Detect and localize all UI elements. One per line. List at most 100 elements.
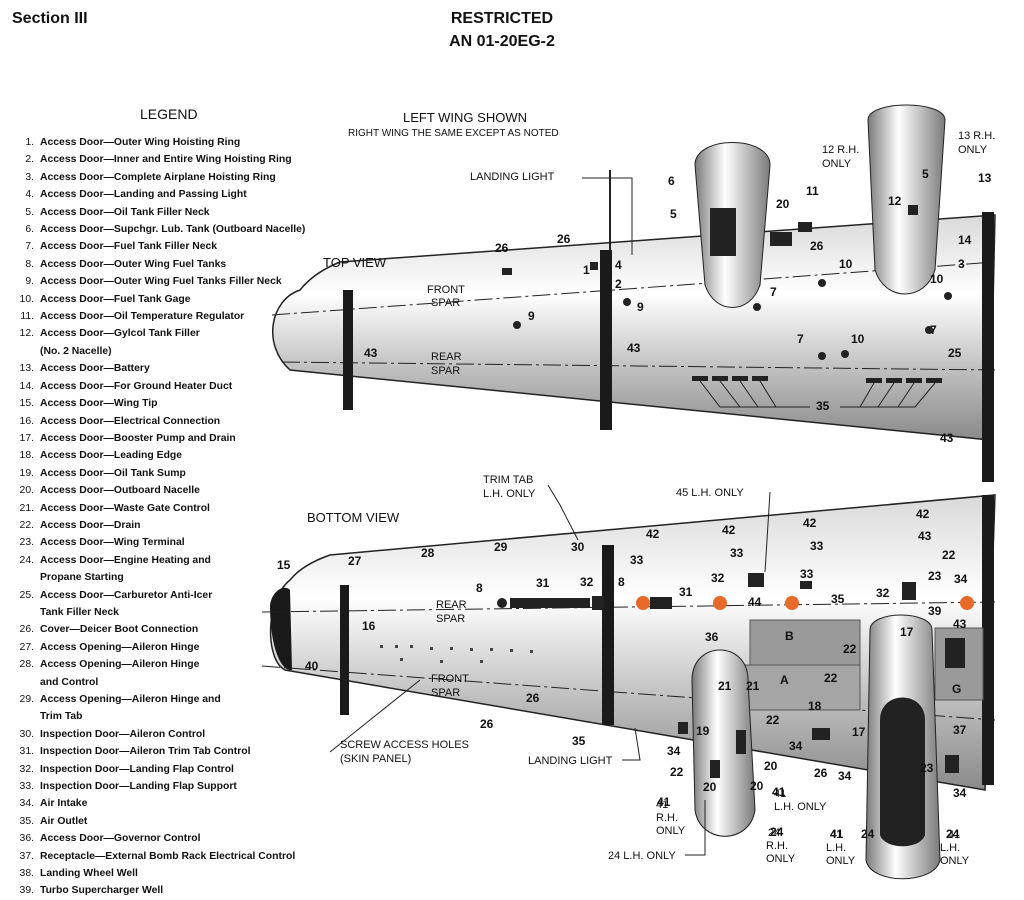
legend-item: 29.Access Opening—Aileron Hinge and (6, 691, 305, 708)
rh-only-13-label-2: ONLY (958, 144, 988, 156)
legend-item-text: (No. 2 Nacelle) (40, 345, 112, 357)
legend-item: 3.Access Door—Complete Airplane Hoisting… (6, 169, 305, 186)
front-spar-label-bottom: FRONT (431, 673, 469, 685)
legend-item-number: 39. (19, 885, 34, 897)
callout-number: 34 (954, 572, 968, 586)
screw-holes-label-2: (SKIN PANEL) (340, 753, 411, 765)
callout-number: 22 (843, 642, 857, 656)
legend-item: 36.Access Door—Governor Control (6, 830, 305, 847)
callout-number: 22 (766, 713, 780, 727)
callout-number: 14 (958, 233, 972, 247)
legend-item-number: 28. (19, 659, 34, 671)
legend-item: 15.Access Door—Wing Tip (6, 395, 305, 412)
legend-item-number: 8. (25, 258, 34, 270)
callout-number: 22 (670, 765, 684, 779)
legend-item: 28.Access Opening—Aileron Hinge (6, 656, 305, 673)
landing-light-bottom-label: LANDING LIGHT (528, 755, 613, 767)
callout-number: 35 (572, 734, 586, 748)
legend-item: 10.Access Door—Fuel Tank Gage (6, 291, 305, 308)
callout-number: 34 (953, 786, 967, 800)
callout-number: 43 (918, 529, 932, 543)
legend-item-number: 10. (19, 293, 34, 305)
legend-item: 12.Access Door—Gylcol Tank Filler (6, 325, 305, 342)
legend-item-text: Access Door—Gylcol Tank Filler (40, 328, 200, 340)
callout-number: 10 (839, 257, 853, 271)
legend-item-text: Access Door—Drain (40, 519, 141, 531)
callout-number: 7 (797, 332, 804, 346)
callout-number: 5 (922, 167, 929, 181)
callout-number: 41 (657, 795, 671, 809)
legend-item: Trim Tab (6, 708, 305, 725)
rear-spar-label-bottom-2: SPAR (436, 613, 465, 625)
callout-number: 24 (946, 827, 960, 841)
legend-item-number: 7. (25, 241, 34, 253)
callout-number: 44 (748, 595, 762, 609)
callout-number: 26 (810, 239, 824, 253)
legend-title: LEGEND (140, 106, 198, 122)
callout-number: 26 (480, 717, 494, 731)
lh-only-41c-label: L.H. (940, 842, 960, 854)
callout-number: 24 (861, 827, 875, 841)
callout-number: 9 (637, 300, 644, 314)
callout-number: 33 (810, 539, 824, 553)
legend-item-text: Access Door—Engine Heating and (40, 554, 211, 566)
legend-item: 37.Receptacle—External Bomb Rack Electri… (6, 848, 305, 865)
legend-item-number: 1. (25, 137, 34, 148)
legend-item: 24.Access Door—Engine Heating and (6, 552, 305, 569)
rear-spar-label-bottom: REAR (436, 599, 467, 611)
panel-letter-a: A (780, 673, 789, 687)
legend-item-number: 26. (19, 624, 34, 636)
legend-item: 31.Inspection Door—Aileron Trim Tab Cont… (6, 743, 305, 760)
trim-tab-label: TRIM TAB (483, 474, 533, 486)
callout-number: 10 (930, 272, 944, 286)
legend-item-text: Access Door—For Ground Heater Duct (40, 380, 233, 392)
callout-number: 16 (362, 619, 376, 633)
legend-item-text: Access Door—Carburetor Anti-Icer (40, 589, 213, 601)
legend-item-text: Access Door—Complete Airplane Hoisting R… (40, 171, 276, 183)
legend-item: 33.Inspection Door—Landing Flap Support (6, 778, 305, 795)
callout-number: 32 (580, 575, 594, 589)
legend-item-number: 27. (19, 641, 34, 653)
callout-number: 13 (978, 171, 992, 185)
callout-number: 26 (814, 766, 828, 780)
callout-number: 26 (557, 232, 571, 246)
legend-item: 32.Inspection Door—Landing Flap Control (6, 761, 305, 778)
rear-spar-label-top: REAR (431, 351, 462, 363)
legend-item-text: Access Door—Leading Edge (40, 450, 183, 462)
callout-number: 43 (364, 346, 378, 360)
legend-item-number: 18. (19, 450, 34, 462)
legend-item: 27. Access Opening—Aileron Hinge (6, 639, 305, 656)
callout-number: 15 (277, 558, 291, 572)
callout-number: 39 (928, 604, 942, 618)
legend-item-number: 17. (19, 432, 34, 444)
legend-item-text: Access Door—Wing Terminal (40, 537, 185, 549)
callout-number: 43 (953, 617, 967, 631)
legend-item-number: 31. (19, 746, 34, 758)
rh-only-12-label-2: ONLY (822, 158, 852, 170)
lh-only-24-label: 24 L.H. ONLY (608, 850, 676, 862)
legend-item: 6.Access Door—Supchgr. Lub. Tank (Outboa… (6, 221, 305, 238)
callout-number: 23 (928, 569, 942, 583)
callout-number: 31 (679, 585, 693, 599)
legend-item: 25.Access Door—Carburetor Anti-Icer (6, 587, 305, 604)
legend-item: 16.Access Door—Electrical Connection (6, 413, 305, 430)
callout-number: 5 (670, 207, 677, 221)
legend-item: 23.Access Door—Wing Terminal (6, 534, 305, 551)
rh-only-13-label: 13 R.H. (958, 130, 995, 142)
callout-number: 11 (806, 184, 819, 198)
legend-item: 21.Access Door—Waste Gate Control (6, 500, 305, 517)
diagram-subtitle: RIGHT WING THE SAME EXCEPT AS NOTED (348, 128, 559, 139)
callout-number: 36 (705, 630, 719, 644)
legend-item-number: 5. (25, 206, 34, 218)
legend-item-text: Access Door—Outer Wing Fuel Tanks (40, 258, 227, 270)
callout-number: 25 (948, 346, 962, 360)
top-view-label: TOP VIEW (323, 255, 387, 270)
legend-item-text: Air Outlet (40, 815, 88, 827)
legend-item-number: 15. (19, 398, 34, 410)
diagram-title: LEFT WING SHOWN (403, 110, 527, 125)
legend-item-text: Access Opening—Aileron Hinge (40, 641, 200, 653)
legend-item-number: 36. (19, 833, 34, 845)
legend-item-text: Propane Starting (40, 572, 124, 584)
landing-light-label: LANDING LIGHT (470, 171, 555, 183)
